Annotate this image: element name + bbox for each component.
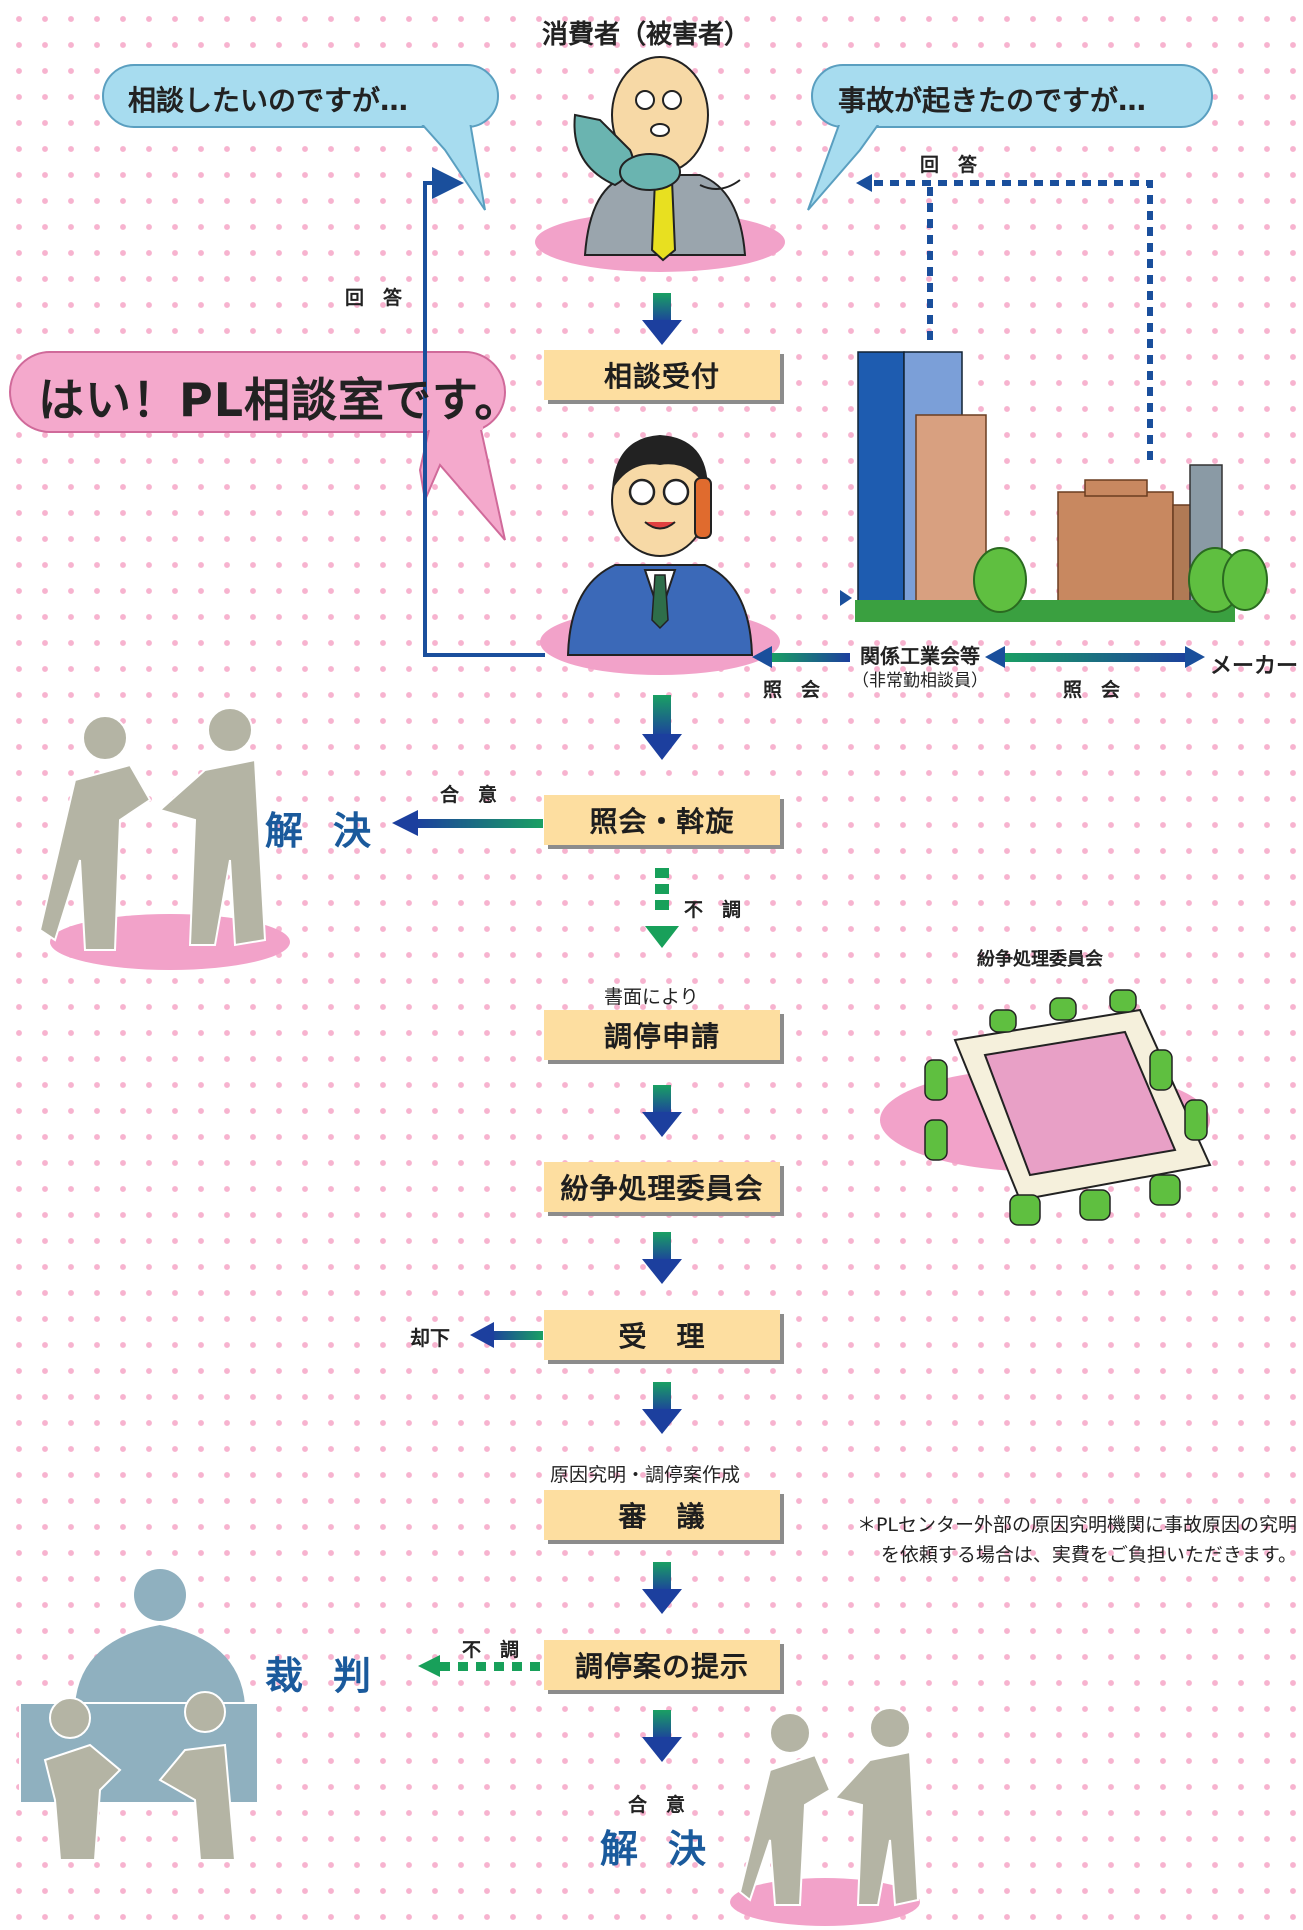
step-reception: 相談受付 [544, 350, 780, 400]
agree-label-2: 合 意 [628, 1794, 686, 1816]
operator-illustration [540, 435, 780, 675]
answer-label-right: 回 答 [920, 154, 978, 176]
cost-note: ＊PLセンター外部の原因究明機関に事故原因の究明 を依頼する場合は、実費をご負担… [857, 1510, 1297, 1570]
cost-note-line2: を依頼する場合は、実費をご負担いただきます。 [880, 1544, 1297, 1566]
court-illustration [19, 1569, 259, 1861]
maker-label: メーカー [1210, 654, 1299, 679]
industry-sub-label: （非常勤相談員） [852, 671, 988, 691]
cause-label: 原因究明・調停案作成 [550, 1464, 741, 1486]
handshake-illustration-bottom [730, 1707, 920, 1926]
step-acceptance: 受 理 [544, 1310, 780, 1360]
inquiry-label-left: 照 会 [763, 679, 821, 701]
agree-arrow [392, 810, 543, 836]
failed-arrow-trial [418, 1655, 540, 1677]
handshake-illustration-top [38, 707, 290, 970]
trial-label: 裁判 [265, 1654, 402, 1698]
agree-label-1: 合 意 [440, 784, 498, 806]
pl-bubble-text: はい！PL相談室です。 [38, 373, 522, 427]
right-bubble-text: 事故が起きたのですが… [838, 84, 1147, 117]
industry-label: 関係工業会等 [860, 644, 980, 668]
by-document-label: 書面により [604, 986, 699, 1008]
answer-label-left: 回 答 [345, 287, 403, 309]
committee-title: 紛争処理委員会 [977, 949, 1103, 970]
step-deliberation: 審 議 [544, 1490, 780, 1540]
pl-speech-bubble [9, 351, 506, 541]
resolve-label-1: 解決 [265, 809, 402, 853]
left-speech-bubble [102, 64, 499, 211]
consumer-illustration [535, 56, 785, 272]
dismissal-label: 却下 [410, 1326, 450, 1350]
right-speech-bubble [807, 64, 1213, 211]
step-application: 調停申請 [544, 1010, 780, 1060]
failed-label-1: 不 調 [684, 899, 742, 921]
step-inquiry: 照会・斡旋 [544, 795, 780, 845]
answer-line-left [423, 167, 545, 657]
step-committee: 紛争処理委員会 [544, 1162, 780, 1212]
answer-line-right-dotted [866, 180, 1153, 460]
flow-arrows [642, 293, 682, 1762]
resolve-label-2: 解決 [600, 1827, 737, 1871]
dismiss-arrow [470, 1322, 543, 1348]
inquiry-label-right: 照 会 [1063, 679, 1121, 701]
left-bubble-text: 相談したいのですが… [128, 84, 409, 117]
conference-table-illustration [880, 989, 1212, 1226]
consumer-title: 消費者（被害者） [542, 20, 751, 50]
failed-label-2: 不 調 [462, 1639, 520, 1661]
step-proposal: 調停案の提示 [544, 1640, 780, 1690]
buildings-illustration [855, 351, 1268, 622]
cost-note-line1: ＊PLセンター外部の原因究明機関に事故原因の究明 [856, 1514, 1297, 1536]
